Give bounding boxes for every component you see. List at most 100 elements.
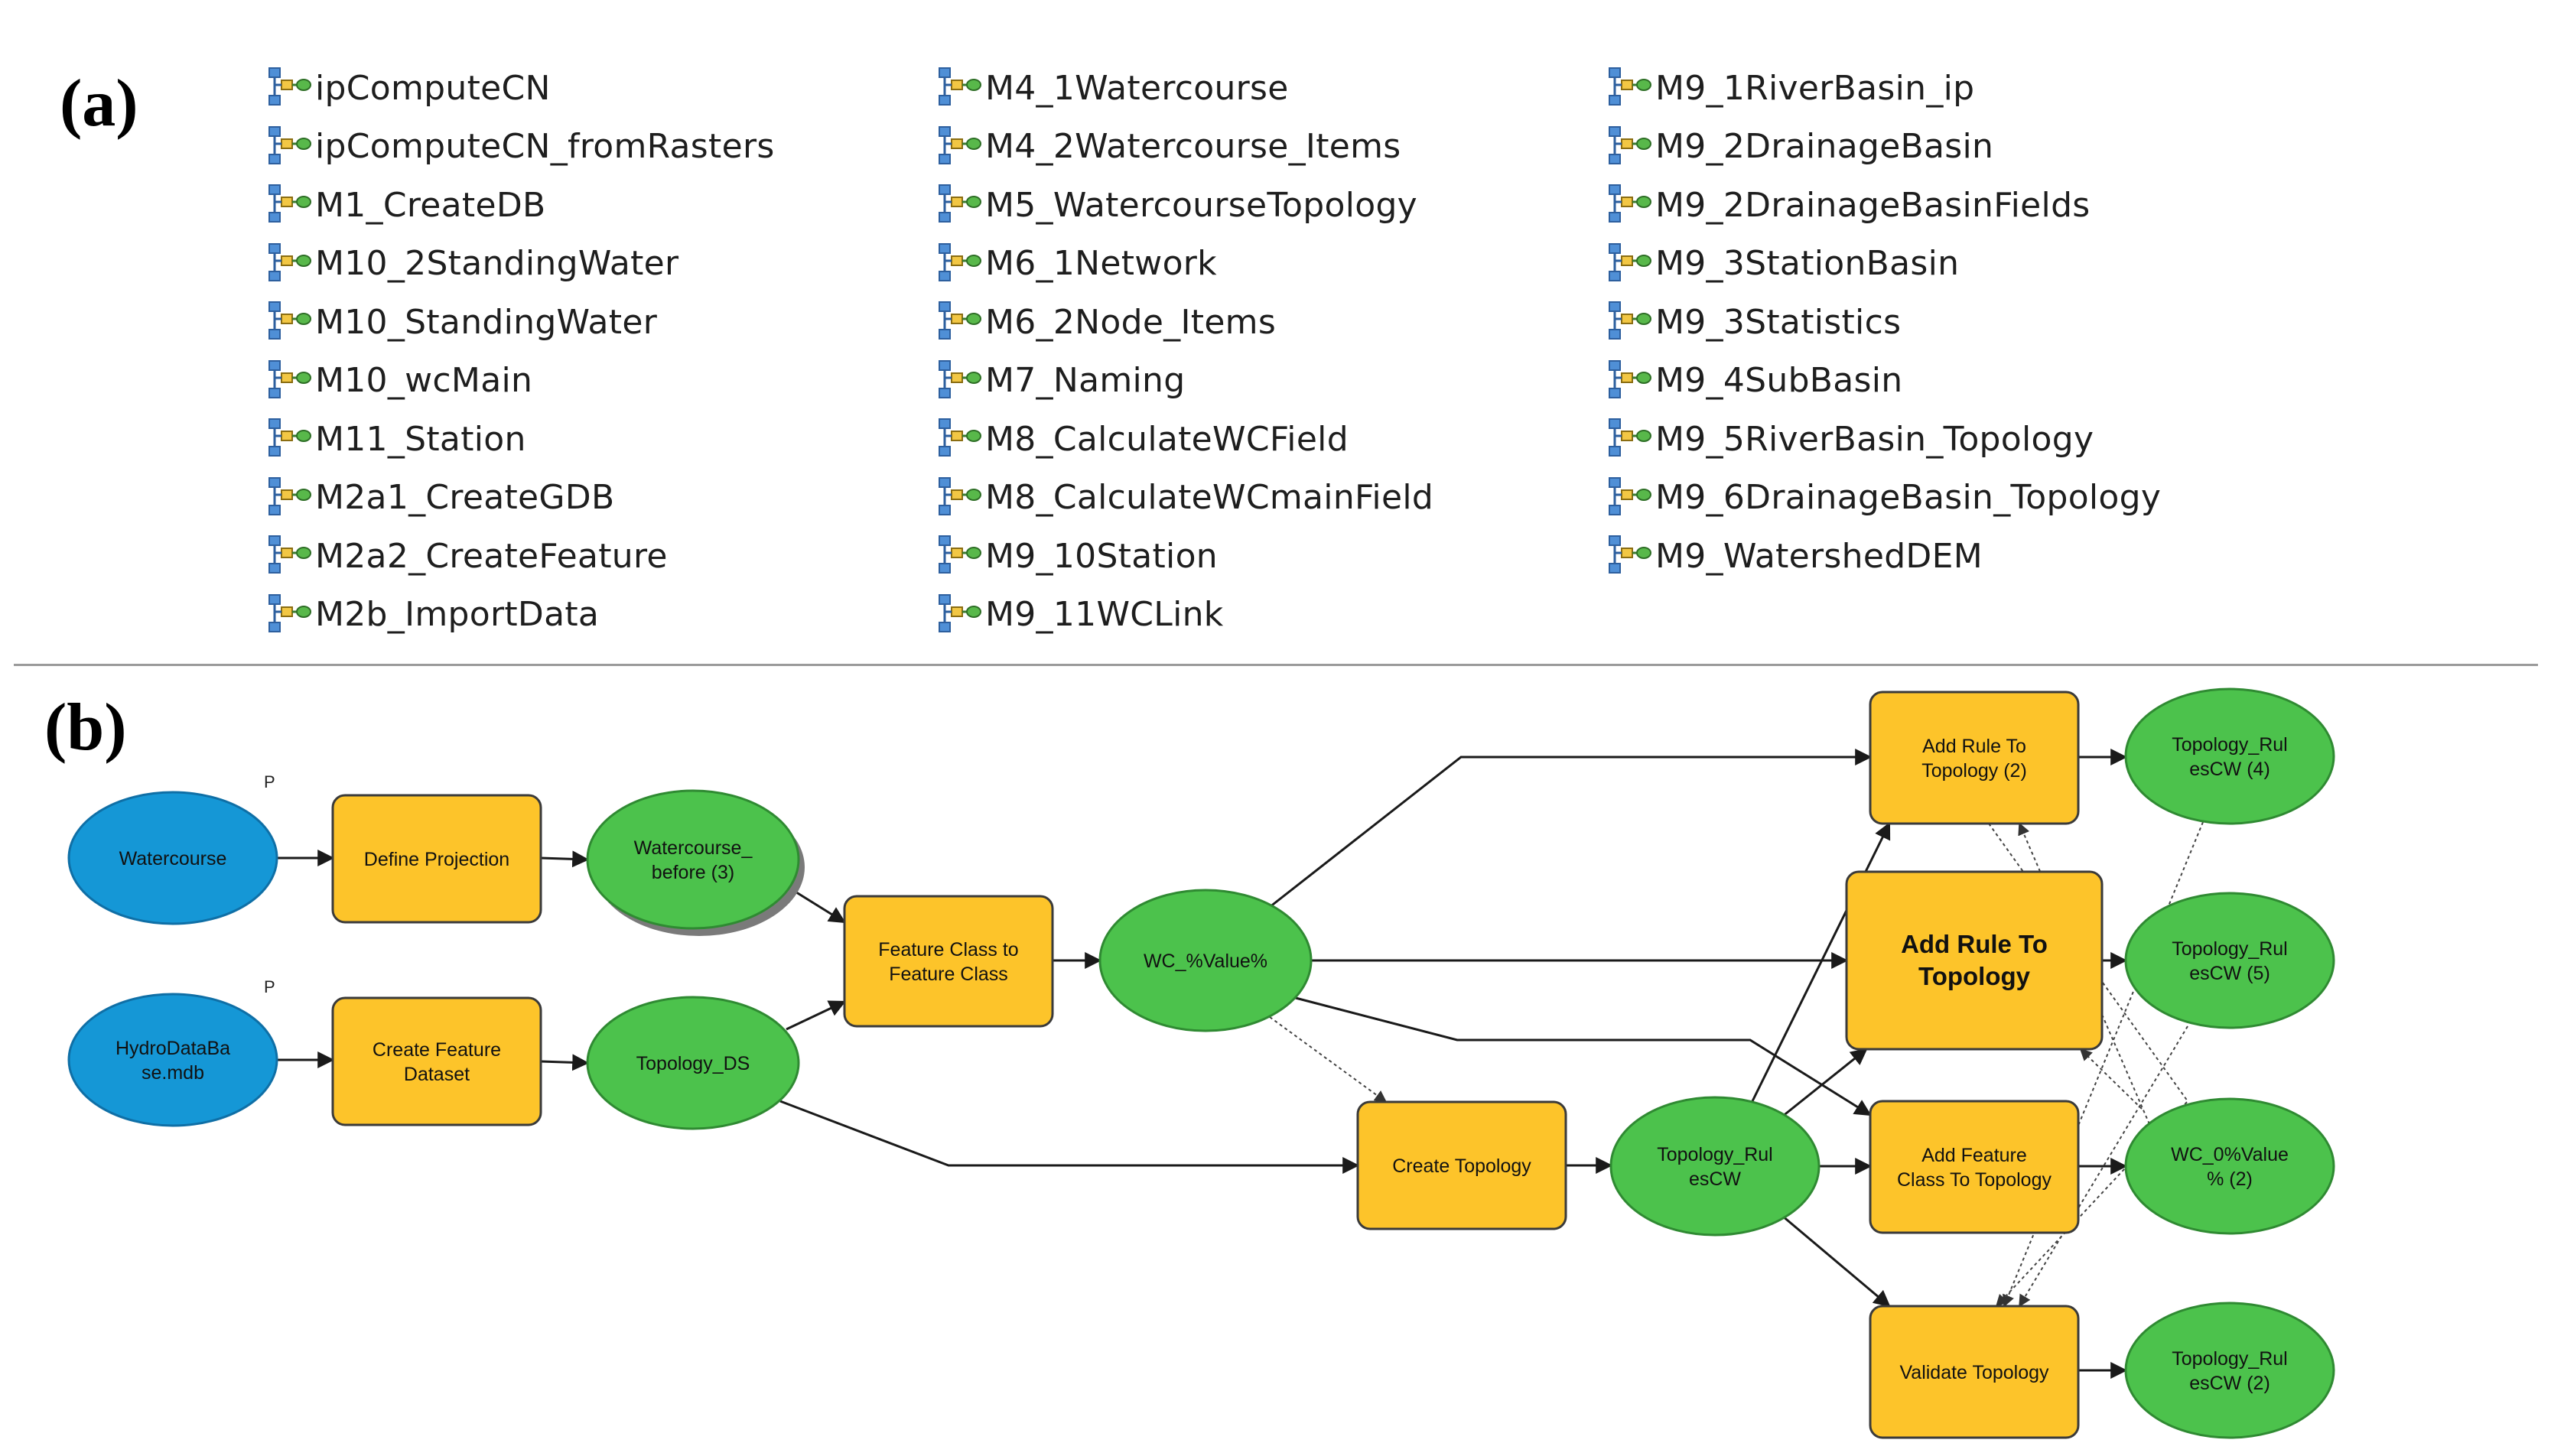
model-tool-icon bbox=[1606, 535, 1652, 577]
toolbox-model-item[interactable]: M9_5RiverBasin_Topology bbox=[1606, 412, 2094, 466]
toolbox-model-item[interactable]: M6_2Node_Items bbox=[936, 295, 1276, 349]
node-label: esCW bbox=[1689, 1168, 1741, 1190]
node-label: Topology_DS bbox=[636, 1053, 750, 1074]
toolbox-model-item[interactable]: M2b_ImportData bbox=[266, 588, 599, 642]
toolbox-model-item[interactable]: M4_2Watercourse_Items bbox=[936, 120, 1401, 174]
node-label: WC_0%Value bbox=[2171, 1144, 2289, 1165]
toolbox-model-label: M9_10Station bbox=[985, 536, 1218, 576]
node-topology-ds[interactable]: Topology_DS bbox=[586, 996, 800, 1130]
toolbox-model-item[interactable]: M9_11WCLink bbox=[936, 588, 1224, 642]
node-watercourse-before[interactable]: Watercourse_before (3) bbox=[586, 789, 805, 936]
tool-box bbox=[1869, 691, 2080, 825]
node-label: Create Feature bbox=[373, 1039, 501, 1061]
input-variable-ellipse bbox=[67, 791, 278, 925]
node-define-projection[interactable]: Define Projection bbox=[331, 794, 542, 924]
toolbox-model-item[interactable]: M10_2StandingWater bbox=[266, 237, 678, 291]
node-label: WC_%Value% bbox=[1144, 951, 1267, 972]
toolbox-model-item[interactable]: M10_wcMain bbox=[266, 354, 532, 408]
toolbox-model-label: M6_1Network bbox=[985, 244, 1217, 283]
toolbox-model-label: M4_1Watercourse bbox=[985, 68, 1289, 108]
node-label: Define Projection bbox=[364, 849, 509, 870]
node-label: Validate Topology bbox=[1899, 1362, 2049, 1383]
toolbox-model-label: ipComputeCN bbox=[315, 68, 551, 108]
toolbox-model-label: M10_2StandingWater bbox=[315, 244, 679, 283]
connector-wc_value-to-add_feature_class_to_topology bbox=[1292, 996, 1872, 1116]
connector-topology_ds-to-create_topology bbox=[779, 1100, 1360, 1174]
toolbox-model-item[interactable]: M11_Station bbox=[266, 412, 526, 466]
node-label: esCW (4) bbox=[2189, 759, 2270, 780]
connector-topology_rulescw-to-add_rule_to_topology_2 bbox=[1750, 822, 1891, 1103]
node-validate-topology[interactable]: Validate Topology bbox=[1869, 1305, 2080, 1439]
node-label: esCW (2) bbox=[2189, 1373, 2270, 1394]
model-tool-icon bbox=[266, 242, 312, 285]
tool-box bbox=[1869, 1305, 2080, 1439]
toolbox-model-item[interactable]: ipComputeCN_fromRasters bbox=[266, 120, 775, 174]
tool-box bbox=[331, 794, 542, 924]
output-variable-ellipse bbox=[1098, 889, 1313, 1032]
node-label: % (2) bbox=[2207, 1168, 2253, 1190]
toolbox-model-item[interactable]: M4_1Watercourse bbox=[936, 61, 1289, 115]
node-wc-value[interactable]: WC_%Value% bbox=[1098, 889, 1313, 1032]
tool-box bbox=[1869, 1100, 2080, 1234]
model-tool-icon bbox=[936, 476, 982, 519]
toolbox-model-label: M9_3StationBasin bbox=[1655, 244, 1960, 283]
toolbox-model-item[interactable]: M2a2_CreateFeature bbox=[266, 529, 668, 583]
toolbox-model-label: M11_Station bbox=[315, 419, 526, 459]
model-tool-icon bbox=[936, 67, 982, 109]
toolbox-model-item[interactable]: M9_10Station bbox=[936, 529, 1218, 583]
model-tool-icon bbox=[266, 476, 312, 519]
toolbox-model-item[interactable]: M8_CalculateWCField bbox=[936, 412, 1349, 466]
connector-add_rule_to_topology_2-to-validate_topology bbox=[1988, 823, 2189, 1308]
toolbox-model-label: M9_2DrainageBasinFields bbox=[1655, 185, 2091, 225]
toolbox-model-item[interactable]: M9_WatershedDEM bbox=[1606, 529, 1983, 583]
toolbox-model-item[interactable]: M9_3Statistics bbox=[1606, 295, 1901, 349]
node-watercourse[interactable]: Watercourse bbox=[67, 791, 278, 925]
connector-wc_value-to-create_topology bbox=[1269, 1016, 1388, 1103]
toolbox-model-label: M9_11WCLink bbox=[985, 595, 1224, 634]
output-variable-ellipse bbox=[586, 996, 800, 1130]
node-create-topology[interactable]: Create Topology bbox=[1356, 1100, 1567, 1230]
tool-box bbox=[331, 996, 542, 1126]
connector-wc_value-to-add_rule_to_topology_2 bbox=[1269, 749, 1873, 908]
model-tool-icon bbox=[1606, 301, 1652, 343]
model-tool-icon bbox=[1606, 184, 1652, 226]
toolbox-model-item[interactable]: M9_6DrainageBasin_Topology bbox=[1606, 471, 2161, 525]
toolbox-model-item[interactable]: M9_1RiverBasin_ip bbox=[1606, 61, 1974, 115]
node-label: Feature Class to bbox=[878, 939, 1018, 960]
toolbox-model-item[interactable]: M9_2DrainageBasinFields bbox=[1606, 178, 2091, 232]
toolbox-model-item[interactable]: M9_4SubBasin bbox=[1606, 354, 1902, 408]
toolbox-model-item[interactable]: M9_3StationBasin bbox=[1606, 237, 1959, 291]
model-tool-icon bbox=[936, 418, 982, 460]
model-tool-icon bbox=[266, 535, 312, 577]
toolbox-model-label: M4_2Watercourse_Items bbox=[985, 127, 1401, 166]
connector-create_feature_dataset-to-topology_ds bbox=[540, 1054, 590, 1071]
model-tool-icon bbox=[1606, 125, 1652, 168]
toolbox-model-item[interactable]: M10_StandingWater bbox=[266, 295, 657, 349]
output-variable-ellipse bbox=[2124, 1097, 2335, 1235]
model-tool-icon bbox=[1606, 242, 1652, 285]
toolbox-model-item[interactable]: M8_CalculateWCmainField bbox=[936, 471, 1433, 525]
toolbox-model-item[interactable]: M9_2DrainageBasin bbox=[1606, 120, 1993, 174]
toolbox-model-item[interactable]: M2a1_CreateGDB bbox=[266, 471, 614, 525]
node-label: Watercourse bbox=[119, 848, 227, 869]
toolbox-model-item[interactable]: M7_Naming bbox=[936, 354, 1185, 408]
toolbox-model-item[interactable]: M5_WatercourseTopology bbox=[936, 178, 1417, 232]
node-wc-0-value-2[interactable]: WC_0%Value % (2) bbox=[2124, 1097, 2335, 1235]
model-tool-icon bbox=[1606, 67, 1652, 109]
toolbox-model-item[interactable]: ipComputeCN bbox=[266, 61, 551, 115]
toolbox-model-item[interactable]: M6_1Network bbox=[936, 237, 1217, 291]
toolbox-model-item[interactable]: M1_CreateDB bbox=[266, 178, 546, 232]
toolbox-model-label: M9_WatershedDEM bbox=[1655, 536, 1983, 576]
